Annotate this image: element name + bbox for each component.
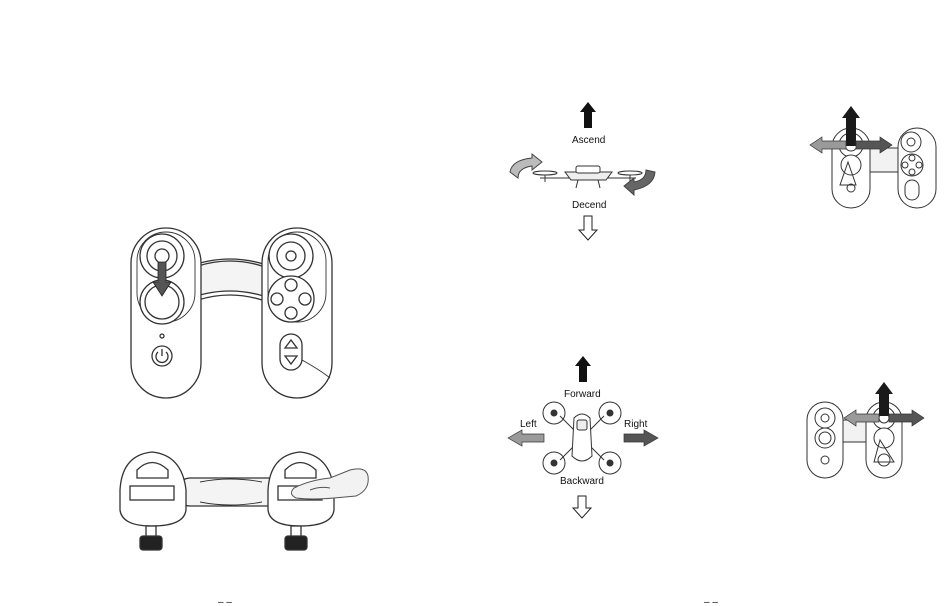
drone-icon	[543, 402, 621, 474]
arrow-right-icon	[624, 430, 658, 446]
arrow-down-icon	[573, 496, 591, 518]
label-left: Left	[520, 419, 537, 430]
label-forward: Forward	[564, 389, 601, 400]
label-backward: Backward	[560, 476, 604, 487]
controller-top-view	[131, 228, 332, 398]
arrow-down-icon	[579, 216, 597, 240]
arrow-up-icon	[580, 102, 596, 128]
label-ascend: Ascend	[572, 135, 605, 146]
controller-front-view	[120, 452, 334, 550]
left-page-marks: – –	[218, 597, 232, 606]
arrow-up-icon	[575, 356, 591, 382]
power-icon	[152, 346, 172, 366]
label-decend: Decend	[572, 200, 606, 211]
arrow-left-icon	[508, 430, 544, 446]
label-right: Right	[624, 419, 648, 430]
right-page-marks: – –	[704, 597, 718, 606]
